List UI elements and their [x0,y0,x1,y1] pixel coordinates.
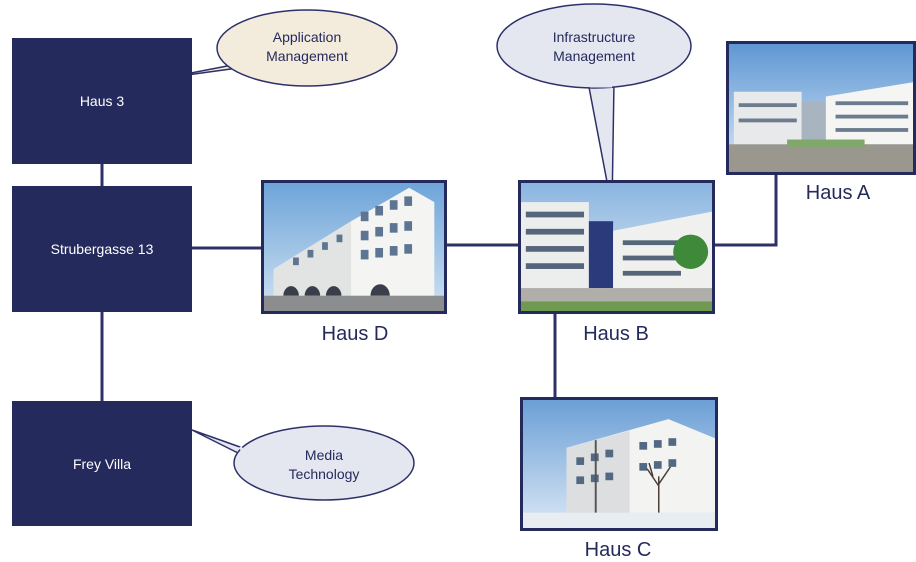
bubble-application-line-1: Application [272,29,342,45]
node-haus-3: Haus 3 [12,38,192,164]
node-strubergasse-13-label: Strubergasse 13 [50,241,154,257]
bubble-application-management-body [216,9,398,87]
bubble-infrastructure-management [496,3,692,89]
bubble-application-line-2: Management [266,48,348,64]
caption-haus-a: Haus A [805,182,871,204]
node-haus-3-label: Haus 3 [79,93,125,109]
photo-haus-a [726,41,916,175]
caption-haus-c: Haus C [584,539,652,561]
bubble-media-technology-text: Media Technology [249,446,399,484]
bubble-infrastructure-management-text: Infrastructure Management [519,28,669,66]
building-illustration-haus-d [264,183,444,311]
building-illustration-haus-c [523,400,715,528]
photo-haus-c [520,397,718,531]
node-frey-villa-label: Frey Villa [72,455,132,472]
photo-haus-d [261,180,447,314]
node-frey-villa: Frey Villa [12,401,192,526]
bubble-media-line-2: Technology [288,466,360,482]
bubble-application-management-text: Application Management [232,28,382,66]
bubble-infrastructure-line-2: Management [553,48,635,64]
building-illustration-haus-b [521,183,712,311]
bubble-media-line-1: Media [304,447,344,463]
bubble-infrastructure-line-1: Infrastructure [552,29,636,45]
photo-haus-b [518,180,715,314]
caption-haus-b: Haus B [583,323,649,345]
connector-hausb-hausa [715,175,778,247]
bubble-media-technology [233,425,415,501]
building-illustration-haus-a [729,44,913,172]
caption-haus-d: Haus D [321,323,389,345]
node-strubergasse-13: Strubergasse 13 [12,186,192,312]
